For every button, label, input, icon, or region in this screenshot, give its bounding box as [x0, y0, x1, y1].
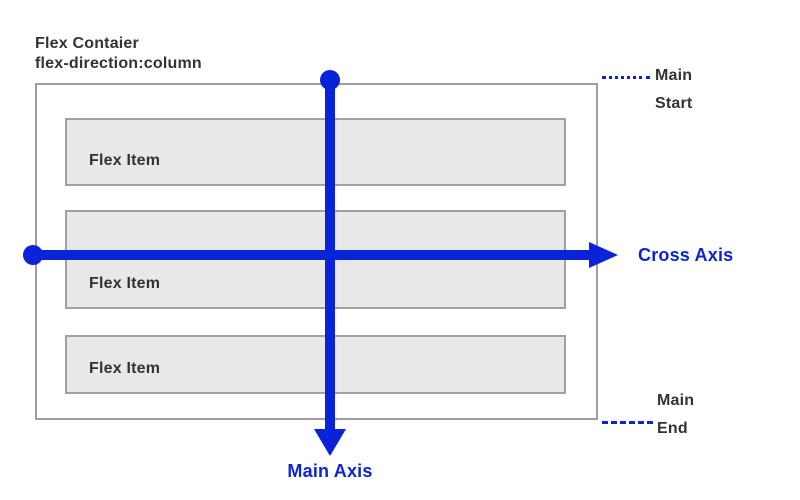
- flex-item-3-label: Flex Item: [89, 360, 161, 377]
- cross-axis-label: Cross Axis: [638, 245, 734, 265]
- main-axis-arrowhead-icon: [314, 429, 346, 456]
- flex-item-1-label: Flex Item: [89, 152, 161, 169]
- flex-item-3: Flex Item: [65, 335, 566, 394]
- main-axis-line: [325, 80, 335, 430]
- main-end-dashed-line: [602, 421, 653, 424]
- diagram-title-line2: flex-direction:column: [35, 55, 202, 72]
- flex-item-1: Flex Item: [65, 118, 566, 186]
- main-start-label: Main Start: [655, 62, 692, 118]
- diagram-title: Flex Contaier flex-direction:column: [35, 34, 202, 74]
- flex-item-2-label: Flex Item: [89, 275, 161, 292]
- cross-axis-arrowhead-icon: [589, 242, 618, 268]
- main-start-label-line1: Main: [655, 67, 693, 84]
- main-start-label-line2: Start: [655, 95, 693, 112]
- main-end-label-line2: End: [657, 420, 688, 437]
- cross-axis-line: [33, 250, 590, 260]
- cross-axis-start-dot-icon: [23, 245, 43, 265]
- main-start-dotted-line: [602, 76, 650, 79]
- diagram-title-line1: Flex Contaier: [35, 35, 139, 52]
- main-end-label-line1: Main: [657, 392, 695, 409]
- main-axis-label: Main Axis: [287, 461, 373, 481]
- main-axis-start-dot-icon: [320, 70, 340, 90]
- main-end-label: Main End: [657, 387, 694, 443]
